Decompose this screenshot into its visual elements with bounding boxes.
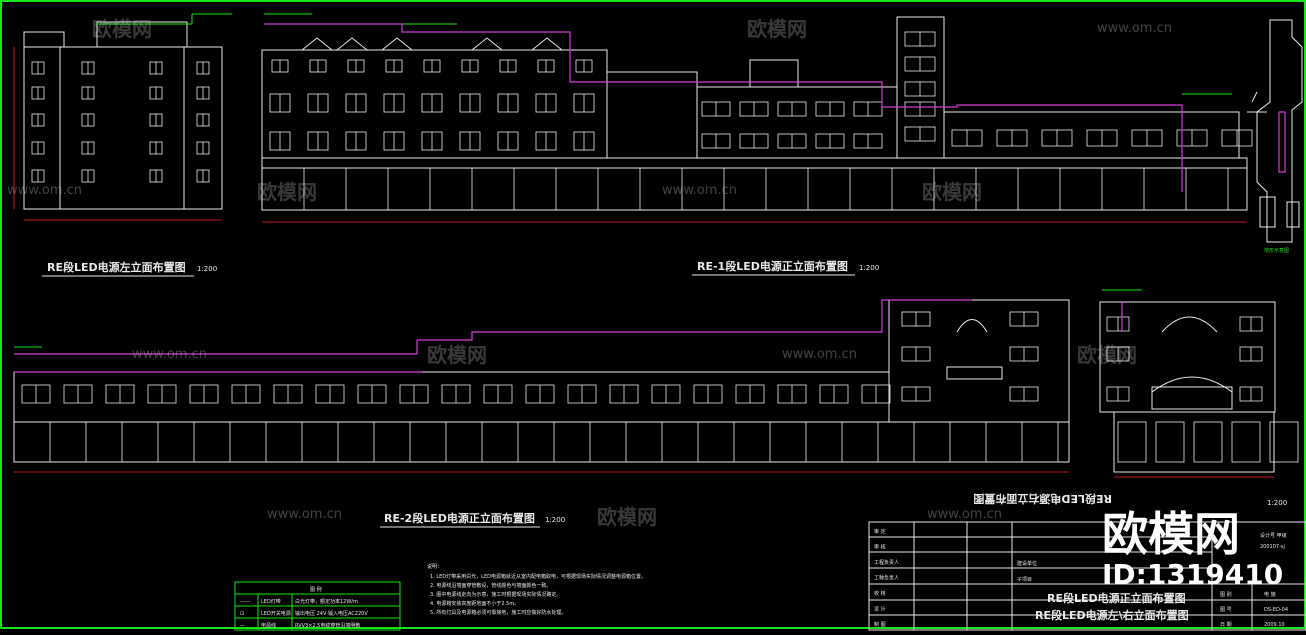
title-block-right-value: 2009.10 xyxy=(1264,622,1285,628)
right-elevation xyxy=(1099,289,1299,478)
right-elevation-title: RE段LED电源右立面布置图 xyxy=(973,492,1112,506)
front-elevation-1-title: RE-1段LED电源正立面布置图 xyxy=(697,259,848,273)
note-item: 2. 电源线沿墙面穿管敷设，管线颜色与墙面颜色一致。 xyxy=(430,582,551,589)
front-elevation-2 xyxy=(13,299,1070,473)
left-elevation-title: RE段LED电源左立面布置图 xyxy=(47,260,186,274)
title-block-right-cells: 图 别 电 施图 号 DS-ED-04 日 期 2009.10 xyxy=(1220,591,1288,628)
watermark-url: www.om.cn xyxy=(7,183,82,198)
legend-desc: 输出电压 24V 输入电压AC220V xyxy=(295,610,368,617)
watermark-url: www.om.cn xyxy=(267,507,342,522)
title-block-drawing-title-2: RE段LED电源左\右立面布置图 xyxy=(1035,608,1189,622)
title-block-right-value: DS-ED-04 xyxy=(1264,607,1288,613)
title-block-left-label: 校 核 xyxy=(874,590,886,597)
right-elevation-scale: 1:200 xyxy=(1267,499,1287,507)
legend-symbol: —— xyxy=(240,599,250,605)
title-block-right-label: 图 别 xyxy=(1220,591,1232,598)
watermark-url: www.om.cn xyxy=(662,183,737,198)
watermark-brand: 欧模网 xyxy=(257,180,317,204)
watermark-url: www.om.cn xyxy=(782,347,857,362)
legend-symbol: — xyxy=(240,623,245,629)
title-block-left-label: 审 定 xyxy=(874,528,886,535)
legend-title: 图 例 xyxy=(310,586,322,593)
left-elevation-scale: 1:200 xyxy=(197,265,217,273)
watermark-brand: 欧模网 xyxy=(1077,343,1137,367)
watermark-url: www.om.cn xyxy=(1097,21,1172,36)
note-item: 1. LED灯带采用白光，LED电源箱就近从室内配电箱取电，可根据现场实际情况调… xyxy=(430,573,646,580)
title-block-project-no-1: 设计号 甲级 xyxy=(1260,532,1287,539)
front-elevation-1-scale: 1:200 xyxy=(859,264,879,272)
title-block-project-no-2: 200107-sj xyxy=(1260,544,1285,550)
notes: 1. LED灯带采用白光，LED电源箱就近从室内配电箱取电，可根据现场实际情况调… xyxy=(430,573,646,616)
title-block-right-label: 日 期 xyxy=(1220,622,1232,628)
front-elevation-2-title: RE-2段LED电源正立面布置图 xyxy=(384,511,535,525)
note-item: 4. 电源箱安装高度距地面不小于2.5m。 xyxy=(430,600,519,607)
front-elevation-1 xyxy=(261,13,1253,223)
title-block-left-label: 审 核 xyxy=(874,544,886,551)
title-block-left-label: 工程负责人 xyxy=(874,559,899,566)
title-block-left-label: 设 计 xyxy=(874,606,886,613)
watermark-brand: 欧模网 xyxy=(92,17,152,41)
watermark-brand: 欧模网 xyxy=(922,180,982,204)
legend-symbol: ⊡ xyxy=(240,611,244,617)
legend-rows: —— LED灯带 白光灯带，额定功率12W/m ⊡ LED开关电源输出电压 24V 输入… xyxy=(240,598,368,629)
title-block xyxy=(868,521,1306,631)
legend xyxy=(234,581,401,631)
note-item: 5. 所有灯具及电源箱必须可靠接地，施工时应做好防水处理。 xyxy=(430,609,566,616)
title-block-subproject-label: 子项目 xyxy=(1017,576,1032,583)
legend-name: LED开关电源 xyxy=(261,610,291,617)
legend-name: LED灯带 xyxy=(261,598,281,605)
watermarks: 欧模网欧模网欧模网欧模网欧模网欧模网欧模网www.om.cnwww.om.cnw… xyxy=(7,17,1172,529)
legend-name: 电源线 xyxy=(261,622,276,629)
watermark-url: www.om.cn xyxy=(927,507,1002,522)
title-block-drawing-title-1: RE段LED电源正立面布置图 xyxy=(1047,591,1186,605)
watermark-url: www.om.cn xyxy=(132,347,207,362)
title-block-left-label: 制 图 xyxy=(874,621,886,628)
notes-heading: 说明： xyxy=(427,563,442,570)
watermark-id: ID:1319410 xyxy=(1102,558,1283,591)
title-block-right-value: 电 施 xyxy=(1264,591,1276,598)
site-plan-label: 地形示意图 xyxy=(1264,247,1289,254)
title-block-right-label: 图 号 xyxy=(1220,607,1232,613)
site-plan xyxy=(1247,19,1303,243)
title-block-client-label: 建设单位 xyxy=(1017,560,1037,567)
title-block-left-label: 工种负责人 xyxy=(874,575,899,582)
front-elevation-2-scale: 1:200 xyxy=(545,516,565,524)
watermark-brand: 欧模网 xyxy=(747,17,807,41)
legend-desc: 白光灯带，额定功率12W/m xyxy=(295,598,358,605)
watermark-brand: 欧模网 xyxy=(427,343,487,367)
left-elevation xyxy=(13,13,232,221)
watermark-big-brand: 欧模网 xyxy=(1102,507,1240,561)
watermark-brand: 欧模网 xyxy=(597,505,657,529)
legend-desc: RVV3×2.5电缆穿管沿墙明敷 xyxy=(295,622,360,629)
note-item: 3. 图中电源线走向为示意，施工时根据现场实际情况确定。 xyxy=(430,591,561,598)
